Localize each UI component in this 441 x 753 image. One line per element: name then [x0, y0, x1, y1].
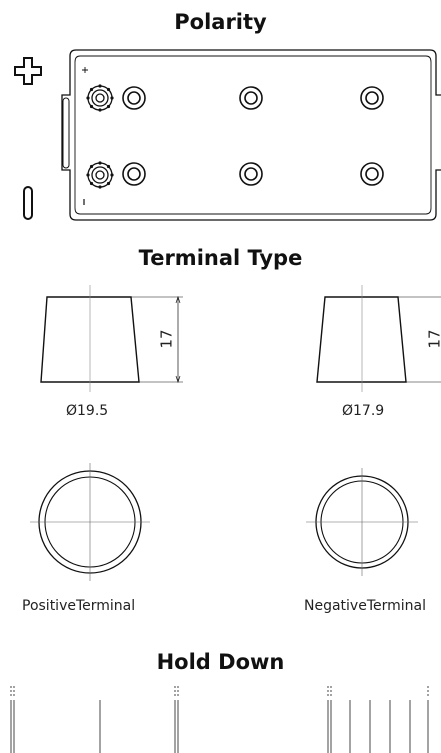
filler-caps	[122, 86, 384, 186]
negative-terminal-side	[316, 285, 441, 392]
negative-height-dimension: 17	[425, 329, 441, 349]
positive-terminal-caption: PositiveTerminal	[22, 598, 136, 614]
battery-top-view	[61, 49, 441, 221]
hold-down-title: Hold Down	[156, 650, 285, 674]
positive-diameter-label: Ø19.5	[66, 403, 109, 419]
terminal-type-title: Terminal Type	[138, 246, 303, 270]
polarity-title: Polarity	[174, 10, 267, 34]
positive-terminal-top-view	[30, 463, 150, 581]
positive-polarity-symbol	[14, 57, 42, 85]
hold-down-lines	[10, 686, 429, 753]
negative-terminal-top-view	[306, 468, 418, 576]
negative-terminal-caption: NegativeTerminal	[304, 598, 426, 614]
negative-polarity-symbol	[23, 186, 33, 220]
negative-diameter-label: Ø17.9	[342, 403, 385, 419]
positive-terminal-side	[40, 285, 183, 392]
positive-height-dimension: 17	[157, 329, 176, 349]
